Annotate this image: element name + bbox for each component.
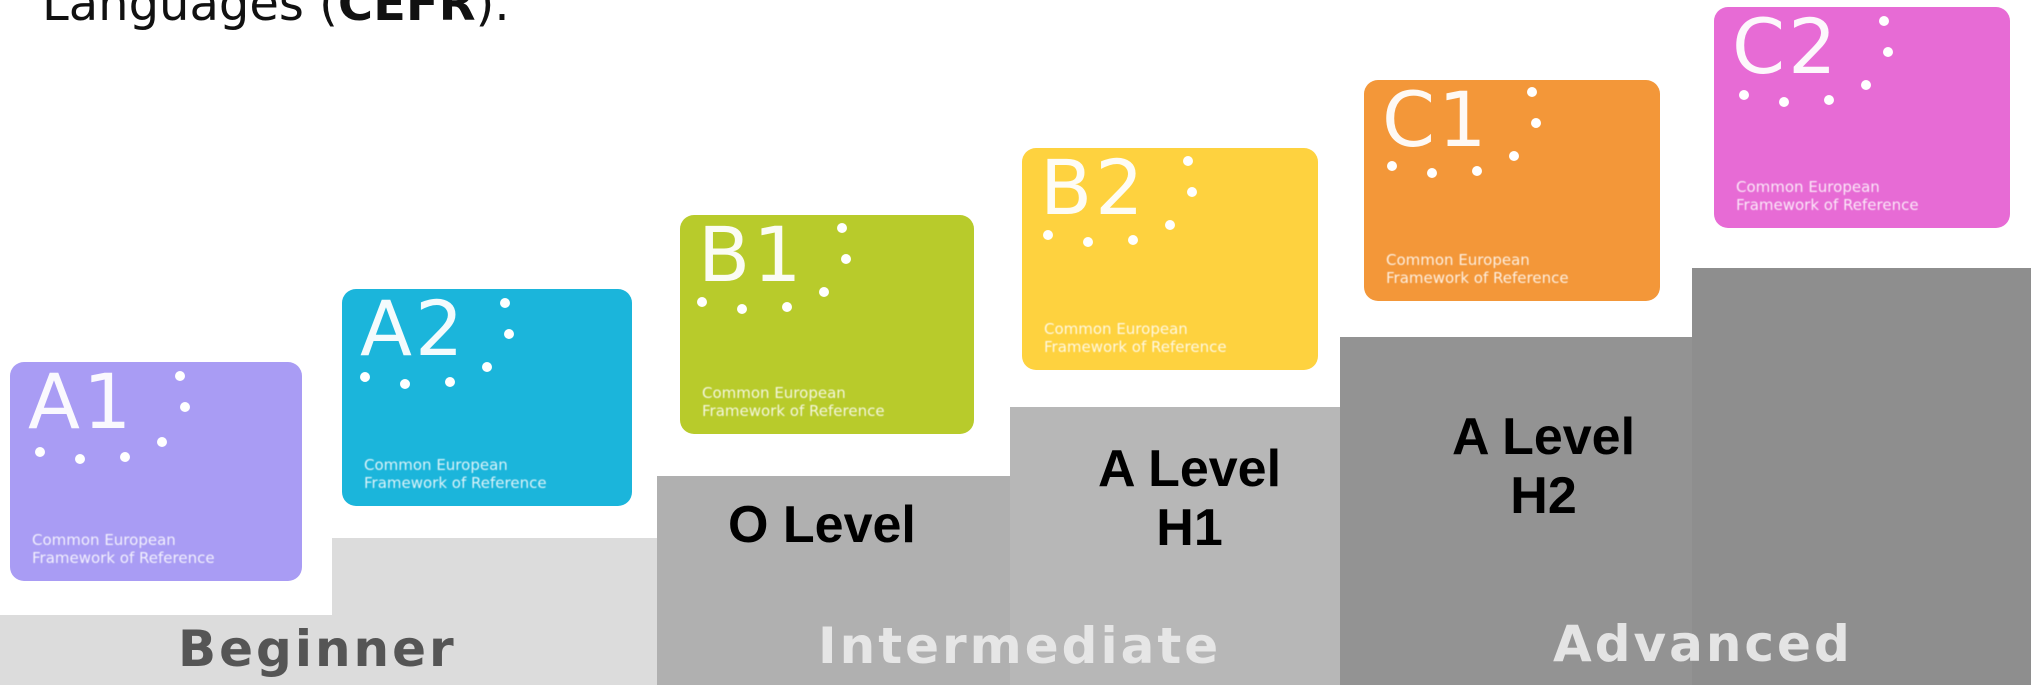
level-code: C2 [1732,2,1840,91]
exam-a-level-h1: A Level H1 [1098,440,1281,558]
level-caption: Common European Framework of Reference [1386,251,1569,287]
level-card-c1: C1 Common European Framework of Referenc… [1364,80,1660,301]
band-label-intermediate: Intermediate [818,617,1222,675]
stars-icon [1043,156,1197,247]
level-code: B2 [1040,143,1147,232]
level-code: A1 [28,357,135,446]
level-caption: Common European Framework of Reference [1736,178,1919,214]
page-heading: Languages (CEFR). [42,0,510,32]
step-beginner-high [332,538,657,685]
level-code: A2 [360,284,467,373]
stars-icon [35,371,190,464]
level-card-a2: A2 Common European Framework of Referenc… [342,289,632,506]
step-advanced-high [1692,268,2031,685]
level-caption: Common European Framework of Reference [1044,320,1227,356]
exam-line: H1 [1156,498,1223,557]
step-beginner-low [0,615,332,685]
level-card-a1: A1 Common European Framework of Referenc… [10,362,302,581]
level-card-c2: C2 Common European Framework of Referenc… [1714,7,2010,228]
exam-o-level: O Level [728,496,916,554]
step-advanced-low [1340,337,1692,685]
exam-a-level-h2: A Level H2 [1452,408,1635,526]
step-intermediate-high [1010,407,1340,685]
level-code: B1 [698,210,805,299]
level-caption: Common European Framework of Reference [32,531,215,567]
stars-icon [1387,87,1541,178]
stars-icon [360,298,514,389]
level-caption: Common European Framework of Reference [702,384,885,420]
stars-icon [1739,16,1893,107]
level-card-b1: B1 Common European Framework of Referenc… [680,215,974,434]
exam-line: A Level [1098,440,1282,498]
exam-line: A Level [1452,408,1636,466]
exam-line: H2 [1510,466,1577,525]
stars-icon [697,223,851,314]
band-label-beginner: Beginner [178,620,457,678]
level-card-b2: B2 Common European Framework of Referenc… [1022,148,1318,370]
level-caption: Common European Framework of Reference [364,456,547,492]
band-label-advanced: Advanced [1553,615,1853,673]
level-code: C1 [1382,75,1490,164]
step-intermediate-low [657,476,1010,685]
